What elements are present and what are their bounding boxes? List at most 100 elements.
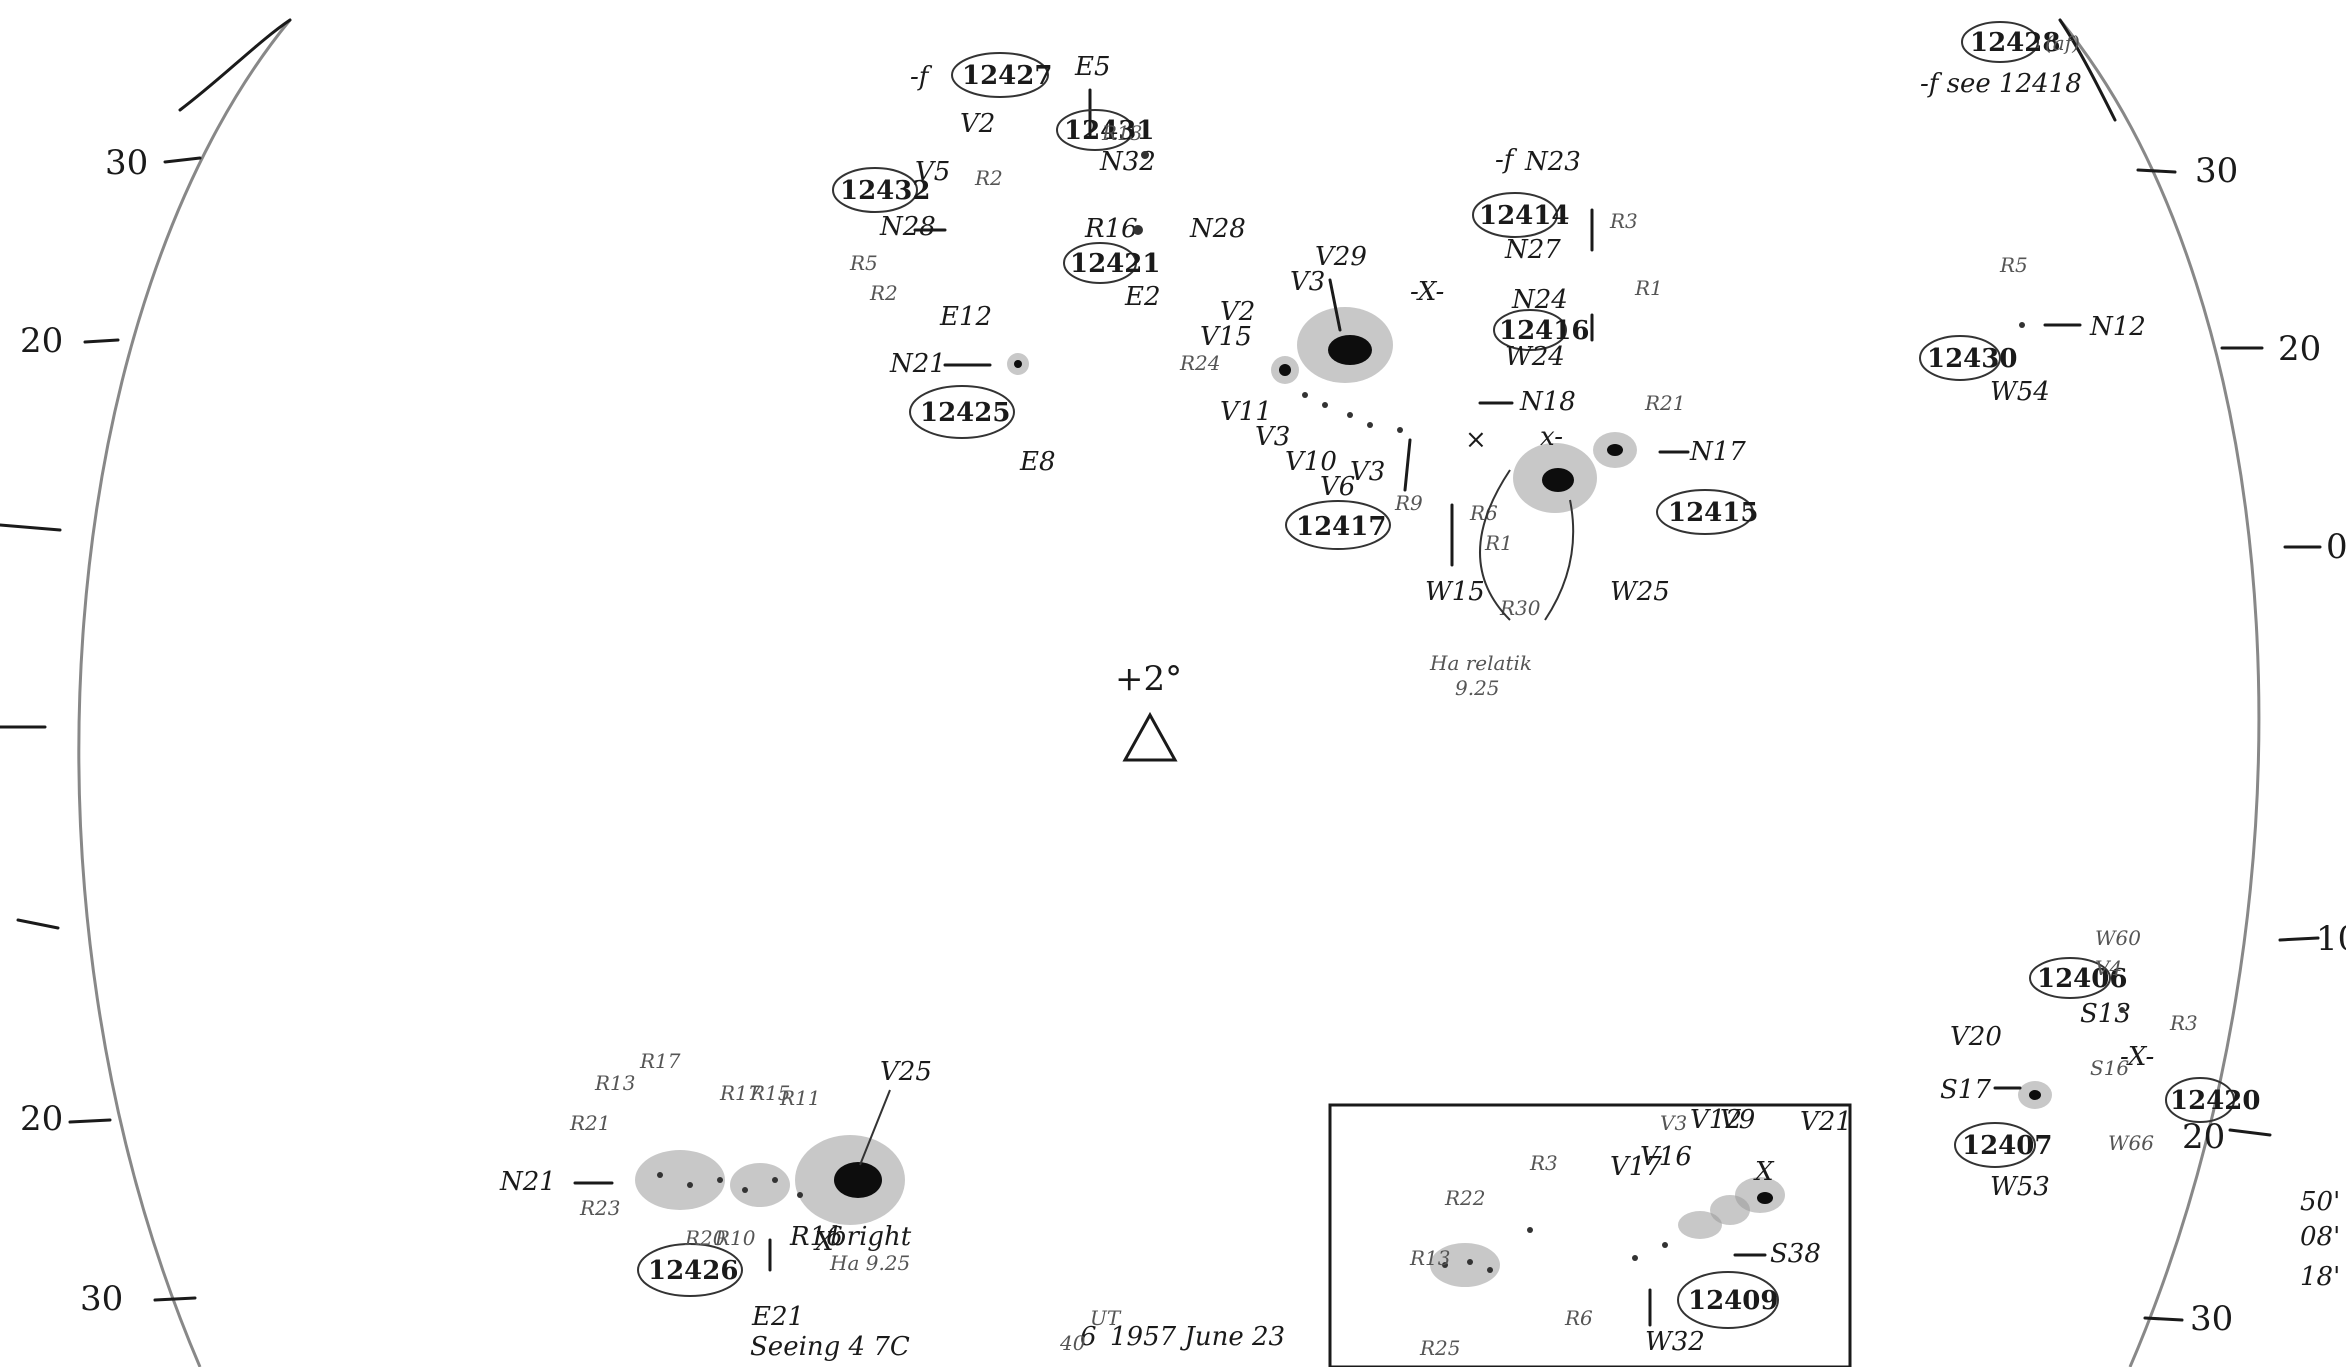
svg-text:R24: R24 bbox=[1179, 351, 1221, 375]
svg-text:V9: V9 bbox=[1720, 1105, 1755, 1135]
corner-note-3: 18' bbox=[2300, 1262, 2340, 1292]
limb-arc-top-right bbox=[2058, 18, 2117, 122]
svg-text:N32: N32 bbox=[1099, 147, 1156, 177]
caption-seeing: Seeing 4 7C bbox=[750, 1332, 910, 1362]
group-12427: 12427 E5 -f bbox=[910, 52, 1111, 137]
svg-text:V6: V6 bbox=[1320, 472, 1355, 502]
svg-text:R2: R2 bbox=[974, 166, 1003, 190]
grid-left-20-top: 20 bbox=[20, 321, 63, 361]
svg-text:R13: R13 bbox=[1409, 1246, 1451, 1270]
svg-text:Ha 9.25: Ha 9.25 bbox=[829, 1251, 910, 1275]
svg-text:R1: R1 bbox=[1634, 276, 1663, 300]
svg-text:R13: R13 bbox=[1101, 121, 1143, 145]
svg-text:V29: V29 bbox=[1315, 242, 1367, 272]
svg-text:N17: N17 bbox=[1689, 437, 1746, 467]
svg-text:W66: W66 bbox=[2108, 1131, 2154, 1155]
corner-notes: 50' 08' 18' bbox=[2300, 1187, 2340, 1292]
svg-text:12426: 12426 bbox=[648, 1256, 738, 1286]
limb-arc-top-left bbox=[178, 18, 292, 112]
svg-text:W32: W32 bbox=[1645, 1327, 1705, 1357]
svg-text:E21: E21 bbox=[751, 1302, 804, 1332]
svg-text:12430: 12430 bbox=[1927, 344, 2017, 374]
grid-right-0: 0 bbox=[2326, 527, 2346, 567]
svg-text:R17: R17 bbox=[639, 1049, 681, 1073]
corner-note-2: 08' bbox=[2300, 1222, 2340, 1252]
svg-text:N28: N28 bbox=[879, 212, 936, 242]
grid-right-20-top: 20 bbox=[2278, 329, 2321, 369]
svg-text:-f: -f bbox=[1495, 145, 1518, 175]
svg-text:12420: 12420 bbox=[2170, 1086, 2260, 1116]
svg-text:V20: V20 bbox=[1950, 1022, 2002, 1052]
svg-text:x-: x- bbox=[1540, 422, 1563, 452]
svg-text:R6: R6 bbox=[1564, 1306, 1593, 1330]
svg-text:R3: R3 bbox=[1609, 209, 1638, 233]
group-12417: 12417 V29 V3 V2 V15 R24 V11 V3 V10 V6 V3… bbox=[1179, 242, 1444, 550]
svg-text:R10: R10 bbox=[714, 1226, 756, 1250]
group-12421: 12421 R16 N28 E2 bbox=[1063, 214, 1246, 312]
group-12409: 12409 V21 V9 V12 V3 V16 V17 R3 R22 R13 R… bbox=[1409, 1105, 1852, 1360]
svg-text:W25: W25 bbox=[1610, 577, 1670, 607]
svg-text:E2: E2 bbox=[1124, 282, 1161, 312]
svg-text:N21: N21 bbox=[889, 349, 946, 379]
svg-text:12432: 12432 bbox=[840, 176, 930, 206]
svg-text:R21: R21 bbox=[569, 1111, 611, 1135]
svg-text:(af): (af) bbox=[2045, 31, 2080, 55]
svg-text:12415: 12415 bbox=[1668, 498, 1758, 528]
svg-text:R16: R16 bbox=[789, 1222, 843, 1252]
group-12416: 12416 R1 N24 W24 bbox=[1493, 276, 1663, 372]
svg-text:W60: W60 bbox=[2095, 926, 2141, 950]
region-12428-label: 12428 bbox=[1970, 28, 2060, 58]
svg-text:R5: R5 bbox=[849, 251, 878, 275]
caption-time: 6 bbox=[1080, 1322, 1097, 1352]
svg-text:R3: R3 bbox=[1529, 1151, 1558, 1175]
svg-text:V16: V16 bbox=[1640, 1142, 1692, 1172]
svg-text:-X-: -X- bbox=[2120, 1042, 2154, 1072]
grid-left-30-bottom: 30 bbox=[80, 1279, 123, 1319]
svg-text:V3: V3 bbox=[1290, 267, 1325, 297]
grid-left-30-top: 30 bbox=[105, 143, 148, 183]
svg-text:X: X bbox=[1753, 1157, 1775, 1187]
svg-text:V2: V2 bbox=[1220, 297, 1255, 327]
inset-box bbox=[1328, 1103, 1852, 1367]
grid-right-30-top: 30 bbox=[2195, 151, 2238, 191]
group-12432: 12432 R2 V5 N28 bbox=[832, 157, 1003, 242]
caption-date: 1957 June 23 bbox=[1110, 1322, 1285, 1352]
svg-text:N21: N21 bbox=[499, 1167, 556, 1197]
svg-text:W15: W15 bbox=[1425, 577, 1485, 607]
svg-text:R11: R11 bbox=[779, 1086, 821, 1110]
svg-text:-f: -f bbox=[910, 62, 933, 92]
svg-text:V3: V3 bbox=[1255, 422, 1290, 452]
svg-text:R17: R17 bbox=[719, 1081, 761, 1105]
svg-text:S17: S17 bbox=[1940, 1075, 1991, 1105]
svg-text:N24: N24 bbox=[1511, 285, 1568, 315]
solar-limb-left bbox=[77, 19, 292, 1367]
svg-text:12425: 12425 bbox=[920, 398, 1010, 428]
svg-text:12431: 12431 bbox=[1064, 116, 1154, 146]
svg-text:R6: R6 bbox=[1469, 501, 1498, 525]
svg-text:R20: R20 bbox=[684, 1226, 726, 1250]
corner-note-1: 50' bbox=[2300, 1187, 2340, 1217]
svg-text:V21: V21 bbox=[1800, 1107, 1852, 1137]
svg-text:E12: E12 bbox=[939, 302, 992, 332]
svg-text:V2: V2 bbox=[960, 109, 995, 139]
svg-text:S16: S16 bbox=[2090, 1056, 2129, 1080]
svg-text:V17: V17 bbox=[1610, 1152, 1662, 1182]
svg-text:R21: R21 bbox=[1644, 391, 1686, 415]
svg-text:R2: R2 bbox=[869, 281, 898, 305]
svg-text:V15: V15 bbox=[1200, 322, 1252, 352]
caption-time-sup2: 40 bbox=[1059, 1331, 1086, 1355]
svg-text:W53: W53 bbox=[1990, 1172, 2050, 1202]
svg-text:12417: 12417 bbox=[1296, 512, 1386, 542]
svg-text:X: X bbox=[813, 1227, 835, 1257]
group-12414: 12414 N23 -f R3 N27 bbox=[1472, 145, 1638, 265]
svg-text:12406: 12406 bbox=[2037, 964, 2127, 994]
svg-text:R3: R3 bbox=[2169, 1011, 2198, 1035]
svg-text:N28: N28 bbox=[1189, 214, 1246, 244]
svg-text:W54: W54 bbox=[1990, 377, 2050, 407]
group-12425: 12425 N21 R2 E12 E8 R5 bbox=[849, 251, 1056, 477]
center-triangle bbox=[1122, 711, 1178, 762]
svg-text:N18: N18 bbox=[1519, 387, 1576, 417]
svg-text:V10: V10 bbox=[1285, 447, 1337, 477]
note-see-12418: -f see 12418 bbox=[1920, 69, 2082, 99]
